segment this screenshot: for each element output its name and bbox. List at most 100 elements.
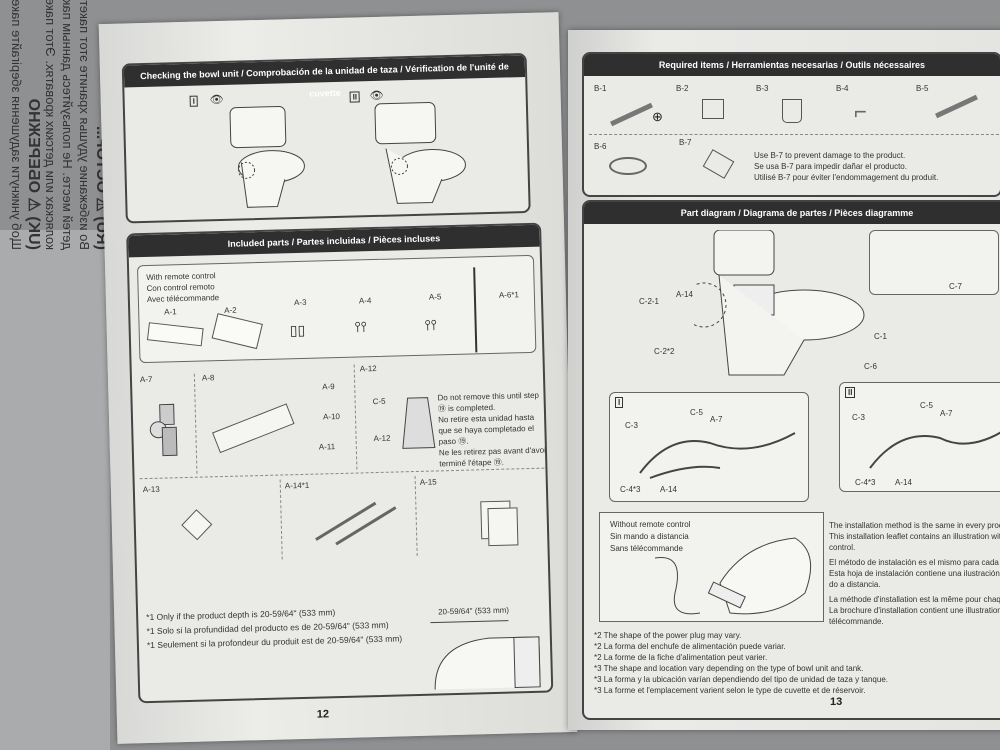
- hose-diagram: [869, 431, 1000, 469]
- part-a7-valve: [149, 403, 178, 457]
- hose-diagram: [639, 432, 796, 479]
- section-header: Checking the bowl unit / Comprobación de…: [123, 55, 526, 99]
- variant-mark: I: [615, 397, 624, 408]
- part-label: A-10: [322, 411, 341, 422]
- section-header: Included parts / Partes incluidas / Pièc…: [128, 224, 540, 258]
- inset-variant-1: I C-3 C-5 A-7 C-4*3 A-14: [609, 392, 809, 502]
- bag-line: колясках или детских кроватях. Этот паке…: [43, 0, 58, 250]
- no-remote-line: Sin mando a distancia: [610, 532, 689, 541]
- divider: [193, 373, 198, 474]
- page-number: 13: [830, 696, 843, 708]
- method-line: do a distancia.: [829, 580, 881, 589]
- cup-icon: [782, 99, 802, 123]
- dimension-label: 20-59/64" (533 mm): [438, 605, 510, 617]
- part-label: C-5: [372, 396, 386, 407]
- divider: [414, 476, 418, 557]
- item-label: B-6: [594, 142, 607, 151]
- tape-measure-icon: [702, 99, 724, 119]
- part-a8-plate: [212, 403, 295, 454]
- divider: [139, 467, 545, 480]
- part-label: A-5: [428, 292, 442, 302]
- footnote: *2 La forme de la fiche d'alimentation p…: [594, 653, 768, 662]
- divider: [353, 364, 358, 470]
- part-diagram-section: Part diagram / Diagrama de partes / Pièc…: [582, 200, 1000, 720]
- footnotes: *2 The shape of the power plug may vary.…: [594, 630, 888, 696]
- divider: [473, 267, 478, 353]
- part-a14-shape: [335, 506, 397, 546]
- method-line: The installation method is the same in e…: [829, 521, 1000, 530]
- installation-method-text: The installation method is the same in e…: [829, 520, 1000, 627]
- wax-ring-icon: [609, 157, 647, 175]
- divider: [279, 479, 283, 560]
- variant-mark: I: [189, 95, 199, 107]
- part-label: C-3: [852, 413, 865, 422]
- part-label: C-4*3: [855, 478, 876, 487]
- cloth-icon: [702, 149, 735, 179]
- note-line: Ne les retirez pas avant d'avoir terminé…: [438, 445, 549, 469]
- no-remote-line: Sans télécommande: [610, 544, 683, 553]
- remote-line: Avec télécommande: [146, 293, 220, 304]
- note-line: Se usa B-7 para impedir dañar el product…: [754, 162, 907, 171]
- part-label: C-5: [690, 408, 703, 417]
- part-label: C-1: [874, 332, 887, 341]
- method-line: télécommande.: [829, 617, 884, 626]
- note-line: Utilisé B-7 pour éviter l'endommagement …: [754, 173, 939, 182]
- method-line: This installation leaflet contains an il…: [829, 532, 1000, 541]
- item-label: B-4: [836, 84, 849, 93]
- part-label: A-14: [660, 485, 677, 494]
- part-label: C-4*3: [620, 485, 641, 494]
- part-label: A-3: [293, 297, 307, 308]
- bag-line: детей месте. Не пользуйтесь данным пакет…: [60, 0, 75, 250]
- part-a4-shape: ⫯⫯: [354, 318, 368, 335]
- part-label: C-2*2: [654, 347, 675, 356]
- item-label: B-1: [594, 84, 607, 93]
- part-label: A-12: [373, 433, 391, 444]
- checking-bowl-section: Checking the bowl unit / Comprobación de…: [121, 52, 531, 224]
- footnote: *3 The shape and location vary depending…: [594, 664, 864, 673]
- part-label: C-3: [625, 421, 638, 430]
- part-label: A-1: [164, 307, 177, 317]
- section-header: Required items / Herramientas necesarias…: [584, 54, 1000, 76]
- bag-warning-text: (RU) ⚠ ОСТОР... Во избежание удушья хран…: [8, 0, 110, 250]
- no-remote-line: Without remote control: [610, 520, 691, 529]
- item-label: B-5: [916, 84, 929, 93]
- part-label: A-7: [940, 409, 953, 418]
- screwdriver-icon: [610, 102, 653, 127]
- part-label: A-4: [358, 296, 372, 306]
- part-label: A-15: [419, 477, 437, 487]
- part-label: A-14: [676, 290, 693, 299]
- page-12: Checking the bowl unit / Comprobación de…: [98, 12, 578, 744]
- part-label: A-11: [318, 442, 336, 452]
- method-line: El método de instalación es el mismo par…: [829, 558, 1000, 567]
- part-a12-bag: [402, 397, 436, 449]
- b7-note: Use B-7 to prevent damage to the product…: [754, 150, 938, 183]
- section-header: Part diagram / Diagrama de partes / Pièc…: [584, 202, 1000, 224]
- part-label: A-2: [224, 305, 237, 315]
- bag-line: (UK) ⚠ ОБЕРЕЖНО: [25, 98, 42, 250]
- included-parts-section: Included parts / Partes incluidas / Pièc…: [126, 222, 554, 704]
- page-13: Required items / Herramientas necesarias…: [568, 30, 1000, 730]
- item-label: B-3: [756, 84, 769, 93]
- part-a1-shape: [146, 322, 204, 347]
- part-a2-shape: [211, 313, 263, 350]
- caulk-gun-icon: [935, 94, 978, 119]
- part-label: C-2-1: [639, 297, 660, 306]
- inset-variant-2: II C-3 C-5 A-7 C-4*3 A-14: [839, 382, 1000, 492]
- variant-mark: II: [349, 91, 361, 103]
- item-label: B-7: [679, 138, 692, 147]
- part-label: A-13: [142, 484, 160, 495]
- part-label: C-7: [949, 282, 962, 291]
- part-label: C-6: [864, 362, 877, 371]
- footnote: *2 The shape of the power plug may vary.: [594, 631, 742, 640]
- part-a3-shape: ▯▯: [289, 321, 306, 339]
- plastic-bag: [0, 230, 110, 750]
- bag-line: Во избежание удушья храните этот пакет: [77, 0, 92, 250]
- part-label: A-14*1: [284, 480, 310, 491]
- part-a15-manual: [487, 507, 519, 547]
- toilet-seat-diagram: [694, 230, 865, 376]
- footnote: *3 La forme et l'emplacement varient sel…: [594, 686, 866, 695]
